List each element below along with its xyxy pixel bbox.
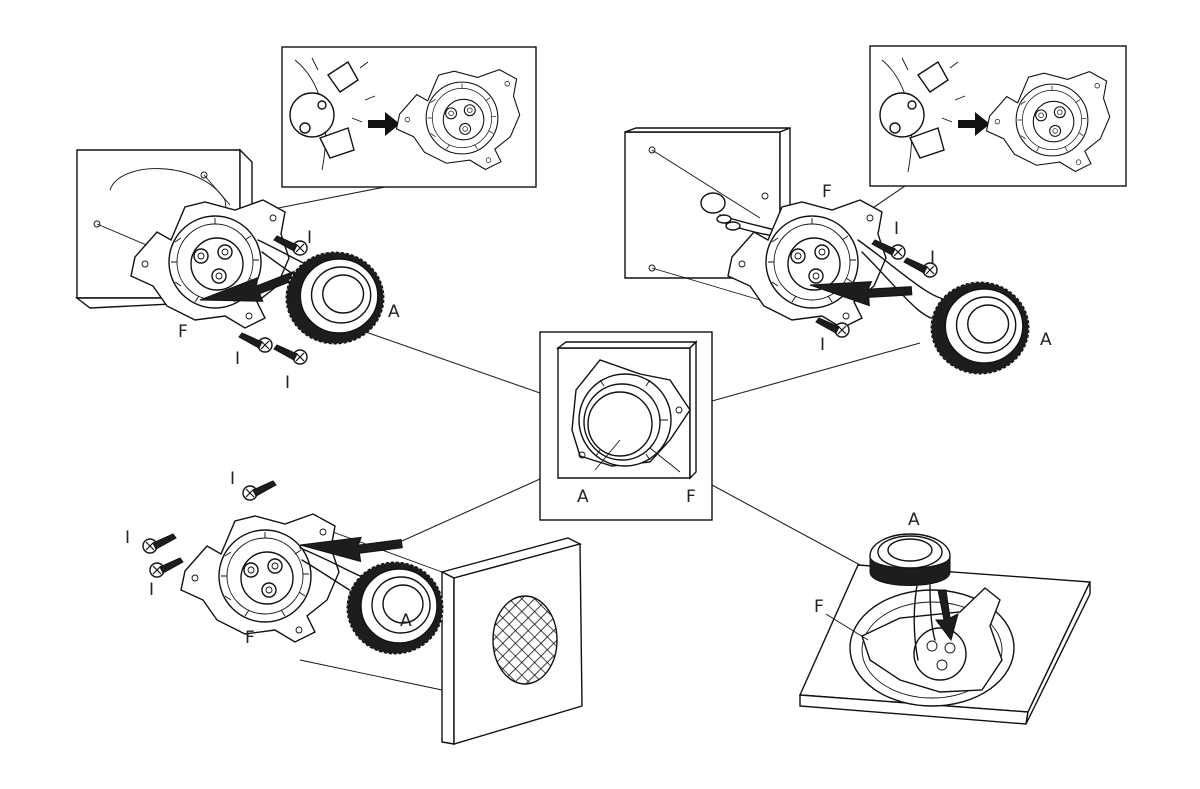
knob-icon xyxy=(930,281,1030,375)
label-i: I xyxy=(125,528,130,548)
label-a: A xyxy=(908,510,920,530)
label-f: F xyxy=(178,322,188,342)
mounting-bracket-icon xyxy=(180,513,340,643)
knob-icon xyxy=(346,561,444,655)
label-i: I xyxy=(235,349,240,369)
label-i: I xyxy=(230,469,235,489)
detail-inset-center: A F xyxy=(539,331,713,521)
arrow-right-icon xyxy=(958,112,990,136)
screw-icon xyxy=(238,332,273,353)
label-f: F xyxy=(814,597,824,617)
knob-icon xyxy=(285,251,385,345)
label-a: A xyxy=(388,302,400,322)
label-i: I xyxy=(820,335,825,355)
arrow-icon xyxy=(935,589,959,642)
label-i: I xyxy=(307,228,312,248)
speaker-grille xyxy=(492,595,558,685)
label-a: A xyxy=(1040,330,1052,350)
screw-icon xyxy=(149,557,184,578)
label-f: F xyxy=(686,487,696,507)
label-a: A xyxy=(400,611,412,631)
assembly-top-left: I A F I I xyxy=(74,148,400,393)
arrow-right-icon xyxy=(368,112,400,136)
label-f: F xyxy=(245,628,255,648)
assembly-bottom-right: A F xyxy=(798,510,1092,725)
label-i: I xyxy=(894,219,899,239)
detail-inset-top-left xyxy=(281,46,537,188)
label-f: F xyxy=(822,182,832,202)
label-a: A xyxy=(577,487,589,507)
screw-icon xyxy=(242,480,277,501)
label-i: I xyxy=(285,373,290,393)
screw-icon xyxy=(142,533,177,554)
screw-icon xyxy=(273,344,308,365)
assembly-bottom-left: I I I F A xyxy=(125,469,583,745)
detail-inset-top-right xyxy=(869,45,1127,187)
assembly-top-right: F I I I A xyxy=(624,126,1052,375)
label-i: I xyxy=(930,248,935,268)
label-i: I xyxy=(149,580,154,600)
